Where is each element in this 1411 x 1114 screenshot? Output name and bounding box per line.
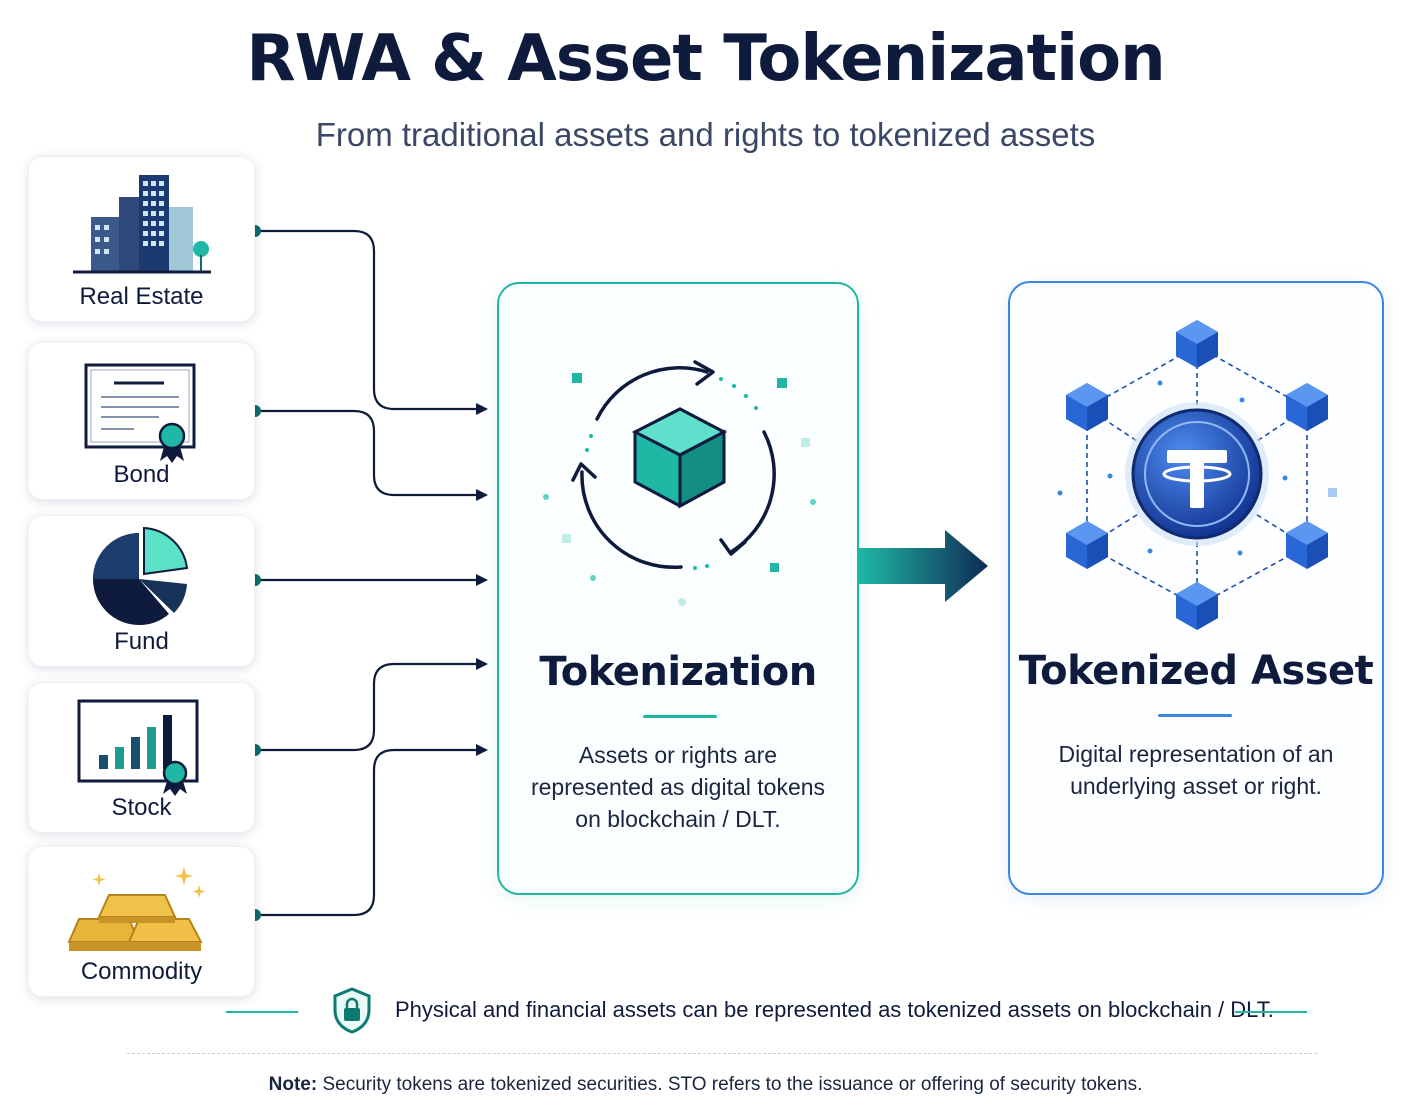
token-network-icon xyxy=(1057,320,1337,630)
note-label: Note: xyxy=(268,1074,318,1095)
flow-arrow xyxy=(859,530,988,602)
pie-chart-icon xyxy=(93,526,189,626)
asset-card-stock[interactable]: Stock xyxy=(28,682,255,833)
tokenized-asset-title: Tokenized Asset xyxy=(1018,648,1374,694)
divider-right xyxy=(1235,1011,1307,1013)
page-subtitle: From traditional assets and rights to to… xyxy=(315,116,1096,153)
title-underline xyxy=(1158,714,1232,717)
bar-chart-icon xyxy=(77,699,199,796)
asset-card-bond[interactable]: Bond xyxy=(28,342,255,500)
shield-lock-icon xyxy=(333,987,371,1034)
connector-real-estate xyxy=(256,229,488,415)
page-title: RWA & Asset Tokenization xyxy=(246,22,1165,96)
title-underline xyxy=(643,715,717,718)
tokenized-asset-panel[interactable]: Tokenized Asset Digital representation o… xyxy=(1008,281,1384,895)
certificate-icon xyxy=(84,363,196,463)
tokenized-asset-description: Digital representation of an underlying … xyxy=(1058,741,1334,799)
asset-card-real-estate[interactable]: Real Estate xyxy=(28,156,255,322)
info-statement: Physical and financial assets can be rep… xyxy=(395,997,1274,1022)
asset-card-fund[interactable]: Fund xyxy=(28,515,255,667)
connector-stock xyxy=(256,658,488,752)
divider-left xyxy=(226,1011,298,1013)
asset-card-commodity[interactable]: Commodity xyxy=(28,846,255,997)
tokenization-description: Assets or rights are represented as digi… xyxy=(530,742,826,832)
tokenization-title: Tokenization xyxy=(539,649,817,695)
asset-label: Commodity xyxy=(80,958,203,985)
gold-bars-icon xyxy=(67,867,206,951)
asset-label: Real Estate xyxy=(79,283,204,310)
connector-bond xyxy=(256,409,488,501)
dashed-divider xyxy=(127,1053,1317,1054)
asset-label: Stock xyxy=(111,794,172,821)
tokenization-panel[interactable]: Tokenization Assets or rights are repres… xyxy=(497,282,859,895)
footer-note: Note: Security tokens are tokenized secu… xyxy=(0,1074,1411,1096)
asset-label: Fund xyxy=(114,628,169,655)
note-text: Security tokens are tokenized securities… xyxy=(322,1074,1143,1095)
connector-commodity xyxy=(256,744,488,917)
building-icon xyxy=(73,175,211,274)
asset-label: Bond xyxy=(113,461,170,488)
tokenization-cycle-icon xyxy=(543,360,816,606)
